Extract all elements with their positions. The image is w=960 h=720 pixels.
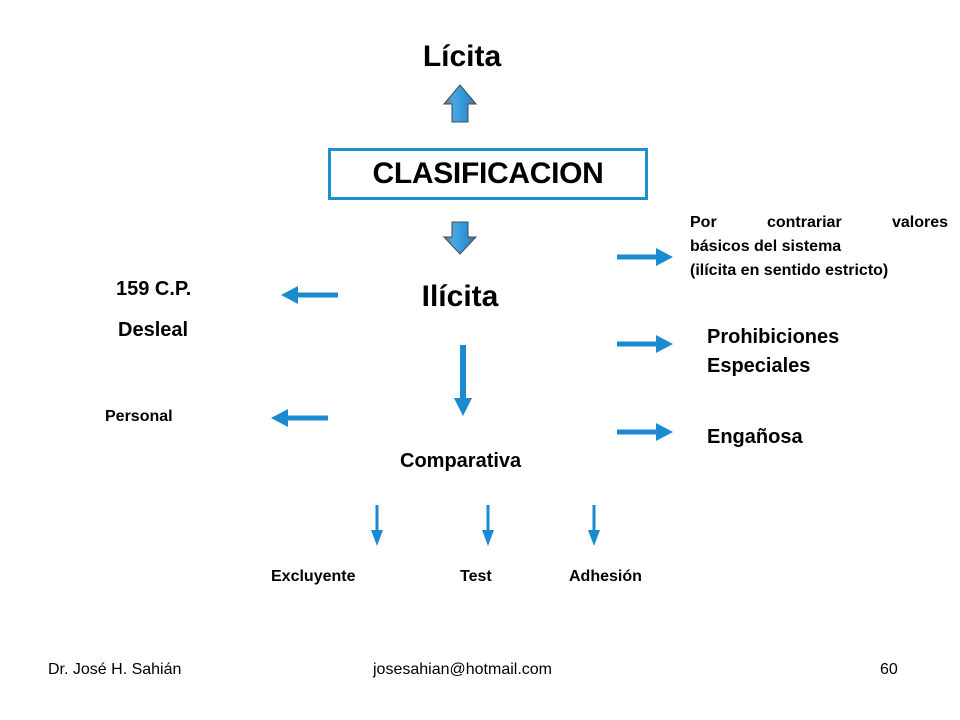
special-line-2: Especiales — [707, 355, 811, 377]
footer-email: josesahian@hotmail.com — [373, 661, 552, 678]
block-arrow-up — [442, 84, 478, 123]
strict-sense-text: Por contrariar valores básicos del siste… — [690, 211, 948, 283]
excluyente-label: Excluyente — [271, 568, 356, 585]
adhesion-label: Adhesión — [569, 568, 642, 585]
arrow-down-adhesion — [588, 505, 600, 546]
strict-line-3: (ilícita en sentido estricto) — [690, 262, 889, 279]
strict-line-2: básicos del sistema — [690, 238, 842, 255]
arrow-left-desleal — [281, 286, 338, 304]
arrow-right-misleading — [617, 423, 673, 441]
arrow-right-strict — [617, 248, 673, 266]
arrow-down-test — [482, 505, 494, 546]
test-label: Test — [460, 568, 492, 585]
arrow-down-comparative — [454, 345, 472, 416]
page-number: 60 — [880, 661, 898, 678]
special-prohibitions-text: Prohibiciones Especiales — [707, 323, 839, 381]
desleal-label: Desleal — [118, 319, 189, 341]
ilicita-label: Ilícita — [421, 280, 499, 313]
arrow-right-special — [617, 335, 673, 353]
footer-author: Dr. José H. Sahián — [48, 661, 182, 678]
comparativa-label: Comparativa — [400, 450, 522, 472]
clasificacion-label: CLASIFICACION — [372, 157, 604, 190]
clasificacion-box: CLASIFICACION — [328, 148, 648, 200]
enganosa-label: Engañosa — [707, 426, 803, 448]
arrow-down-excluyente — [371, 505, 383, 546]
arrow-left-personal — [271, 409, 328, 427]
code-label: 159 C.P. — [116, 278, 192, 300]
licita-label: Lícita — [422, 40, 502, 73]
strict-line-1: Por contrariar valores — [690, 214, 948, 231]
block-arrow-down — [442, 221, 478, 255]
personal-label: Personal — [105, 408, 173, 425]
special-line-1: Prohibiciones — [707, 326, 840, 348]
